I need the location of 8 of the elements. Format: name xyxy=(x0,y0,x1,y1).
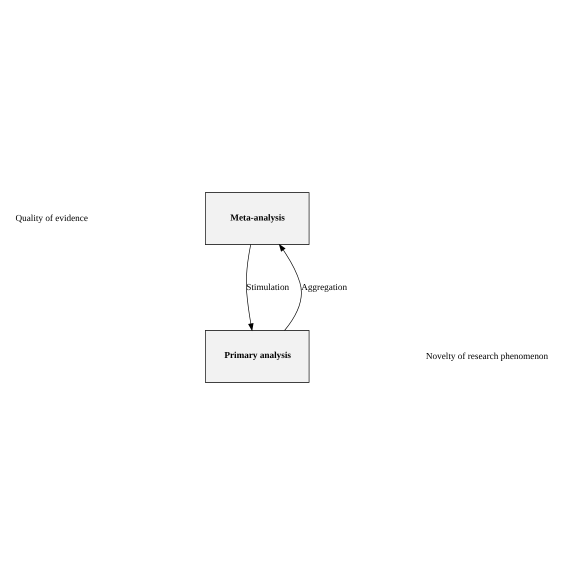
edge-label: Aggregation xyxy=(301,281,348,292)
node-box: Meta-analysis xyxy=(205,192,310,244)
node-box: Primary analysis xyxy=(205,330,310,382)
edge-label: Stimulation xyxy=(246,281,290,292)
arrow xyxy=(278,243,302,330)
label: Quality of evidence xyxy=(15,212,88,222)
label: Novelty of research phenomenon xyxy=(426,350,548,360)
arrow xyxy=(246,244,254,331)
